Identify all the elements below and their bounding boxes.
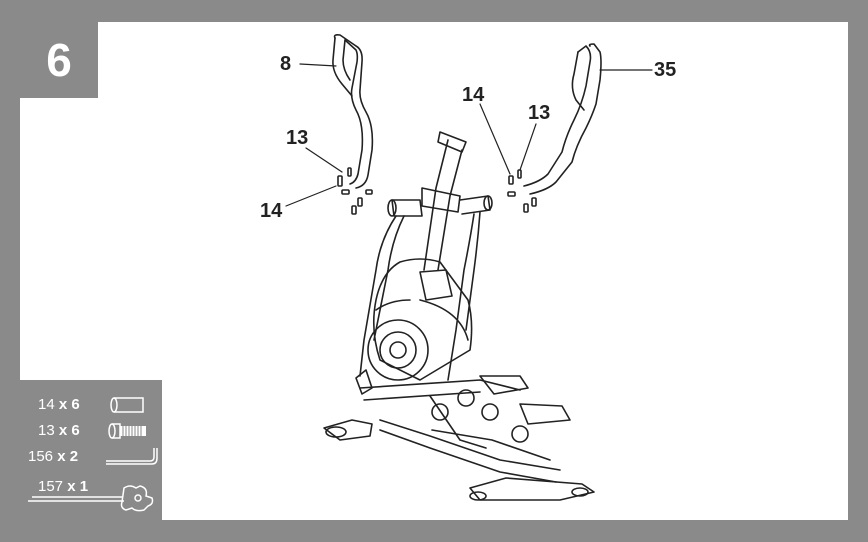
right-hardware bbox=[507, 169, 537, 213]
part-row: 157 x 1 bbox=[20, 476, 162, 512]
part-row: 156 x 2 bbox=[20, 446, 162, 470]
part-number: 14 bbox=[38, 396, 55, 413]
callout-14: 14 bbox=[462, 84, 485, 106]
callout-14: 14 bbox=[260, 200, 283, 222]
left-handlebar bbox=[332, 34, 374, 189]
part-quantity: 2 bbox=[69, 448, 79, 465]
pedals bbox=[429, 375, 571, 449]
step-badge bbox=[20, 22, 98, 98]
right-handlebar bbox=[523, 43, 602, 195]
part-number: 157 bbox=[38, 478, 64, 495]
callout-35: 35 bbox=[654, 59, 677, 81]
part-quantity: 6 bbox=[71, 396, 80, 413]
part-number: 13 bbox=[38, 422, 55, 439]
step-number: 6 bbox=[46, 34, 72, 86]
callout-13: 13 bbox=[286, 127, 309, 149]
washer-sleeve-icon bbox=[110, 397, 144, 413]
times-sign: x bbox=[58, 422, 68, 439]
flywheel-housing bbox=[367, 258, 473, 381]
part-row: 13 x 6 bbox=[20, 420, 162, 444]
callout-13: 13 bbox=[528, 102, 551, 124]
part-quantity: 1 bbox=[79, 478, 89, 495]
part-row: 14 x 6 bbox=[20, 394, 162, 418]
leader-lines bbox=[285, 63, 653, 207]
part-number: 156 bbox=[28, 448, 54, 465]
moving-arms bbox=[359, 211, 481, 381]
left-hardware bbox=[337, 167, 373, 215]
base-frame bbox=[323, 369, 595, 501]
times-sign: x bbox=[67, 478, 76, 495]
console-mast bbox=[387, 131, 493, 271]
times-sign: x bbox=[58, 396, 68, 413]
callout-8: 8 bbox=[280, 53, 292, 75]
bolt-icon bbox=[108, 423, 146, 439]
times-sign: x bbox=[57, 448, 66, 465]
multi-wrench-icon bbox=[28, 485, 154, 512]
allen-key-icon bbox=[106, 448, 158, 465]
parts-list: 14 x 6 13 x 6 156 x 2 bbox=[20, 380, 162, 520]
part-quantity: 6 bbox=[71, 422, 80, 439]
